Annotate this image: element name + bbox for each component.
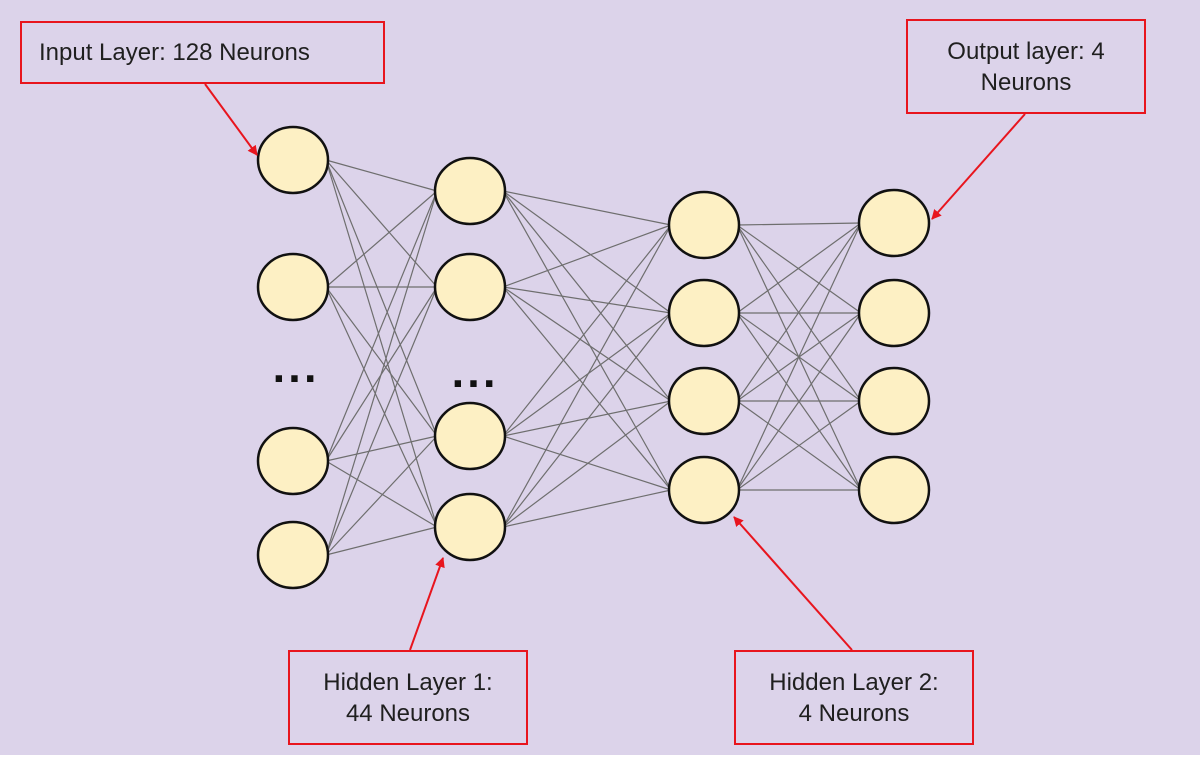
hidden-layer-2-label-line: Hidden Layer 2: [769,668,939,696]
input-neuron-2 [256,252,330,322]
input-neuron-4 [256,520,330,590]
connection-hidden2-2-output-0 [736,222,862,402]
input-layer-label-line: Input Layer: 128 Neurons [39,39,310,66]
connection-hidden1-0-hidden2-0 [502,190,672,226]
output-layer-label-line: Neurons [980,68,1072,96]
connection-input-2-hidden1-3 [325,460,438,528]
connection-hidden2-3-output-0 [736,222,862,491]
connection-hidden2-3-output-2 [736,400,862,491]
connection-input-3-hidden1-1 [325,286,438,556]
hidden1-neuron-4 [433,492,507,562]
hidden-layer-1-ellipsis: ... [451,355,499,396]
hidden-layer-1-label-line: 44 Neurons [345,699,471,727]
connection-hidden1-0-hidden2-2 [502,190,672,402]
connection-hidden2-0-output-0 [736,222,862,226]
hidden1-neuron-2 [433,252,507,322]
connection-input-1-hidden1-3 [325,286,438,528]
output-layer-label: Output layer: 4 Neurons [906,19,1146,114]
connection-input-1-hidden1-2 [325,286,438,437]
output-neuron-1 [857,188,931,258]
callout-arrows [204,83,1026,651]
connection-input-3-hidden1-0 [325,190,438,556]
hidden-layer-1-label: Hidden Layer 1: 44 Neurons [288,650,528,745]
connection-hidden1-0-hidden2-1 [502,190,672,314]
connection-input-2-hidden1-2 [325,435,438,462]
output-neuron-4 [857,455,931,525]
connection-hidden1-3-hidden2-1 [502,312,672,528]
connection-hidden1-1-hidden2-2 [502,286,672,402]
neurons [256,125,931,590]
hidden-layer-1-label-line: Hidden Layer 1: [323,668,493,696]
connection-hidden1-1-hidden2-1 [502,286,672,314]
input-ellipsis: ... [272,350,320,391]
connection-hidden1-0-hidden2-3 [502,190,672,491]
connection-hidden1-3-hidden2-2 [502,400,672,528]
connection-input-0-hidden1-0 [325,159,438,192]
hidden-layer-1-callout-arrow [409,557,445,651]
input-neuron-3 [256,426,330,496]
connection-hidden1-2-hidden2-3 [502,435,672,491]
connection-input-0-hidden1-1 [325,159,438,288]
output-neuron-3 [857,366,931,436]
hidden-layer-2-callout-arrow [733,516,853,651]
hidden2-neuron-2 [667,278,741,348]
connection-input-0-hidden1-2 [325,159,438,437]
connection-hidden1-3-hidden2-3 [502,489,672,528]
bottom-edge [0,755,1200,758]
connection-input-3-hidden1-2 [325,435,438,556]
hidden1-neuron-1 [433,156,507,226]
connection-hidden1-2-hidden2-0 [502,224,672,437]
output-layer-label-line: Output layer: 4 [947,37,1105,65]
connection-input-1-hidden1-0 [325,190,438,288]
connection-hidden1-1-hidden2-0 [502,224,672,288]
hidden2-neuron-4 [667,455,741,525]
input-callout-arrow [204,83,258,156]
connection-hidden2-0-output-1 [736,224,862,314]
input-layer-label: Input Layer: 128 Neurons [20,21,385,84]
connection-input-3-hidden1-3 [325,526,438,556]
hidden-layer-2-label: Hidden Layer 2: 4 Neurons [734,650,974,745]
connection-input-2-hidden1-0 [325,190,438,462]
connections [325,159,862,556]
hidden2-neuron-1 [667,190,741,260]
input-neuron-1 [256,125,330,195]
connection-hidden2-3-output-1 [736,312,862,491]
connection-hidden1-3-hidden2-0 [502,224,672,528]
output-neuron-2 [857,278,931,348]
connection-hidden1-2-hidden2-2 [502,400,672,437]
hidden2-neuron-3 [667,366,741,436]
connection-hidden1-2-hidden2-1 [502,312,672,437]
hidden1-neuron-3 [433,401,507,471]
connection-hidden2-1-output-0 [736,222,862,314]
connection-hidden1-1-hidden2-3 [502,286,672,491]
hidden-layer-2-label-line: 4 Neurons [798,699,910,727]
output-callout-arrow [931,113,1026,220]
connection-input-0-hidden1-3 [325,159,438,528]
